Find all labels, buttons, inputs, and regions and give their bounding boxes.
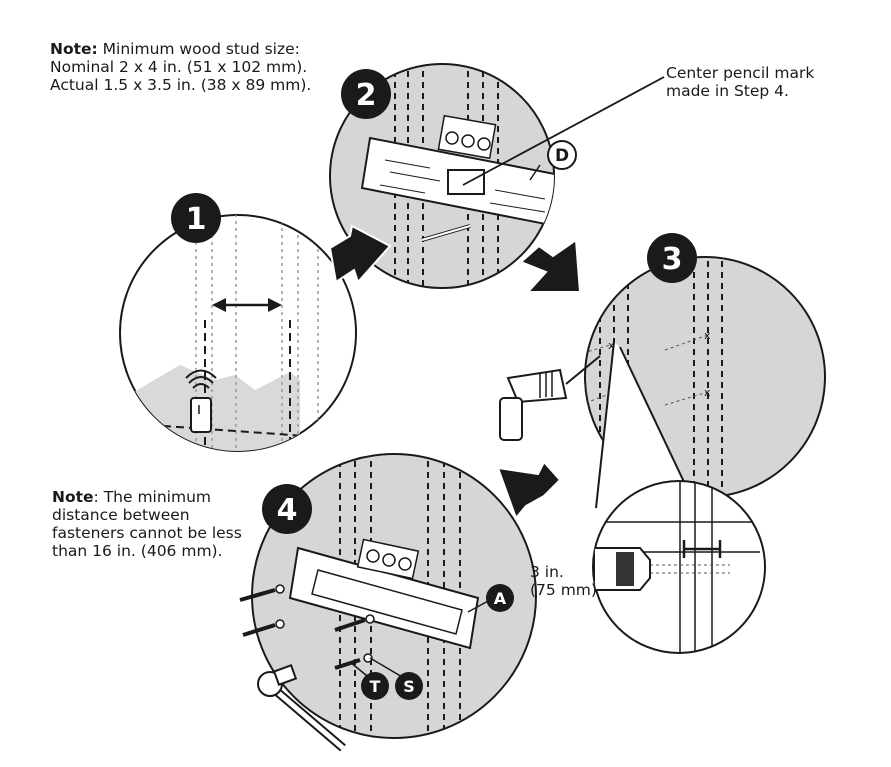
step-badge-4: 4 [262, 484, 312, 534]
fastener-note-line3: fasteners cannot be less [52, 524, 242, 542]
part-t-label: T [370, 677, 381, 696]
step-number-4: 4 [277, 493, 298, 528]
part-d-badge: D [529, 140, 577, 181]
svg-text:x: x [608, 339, 615, 352]
step-1-panel [119, 214, 357, 452]
stud-note-label: Note: [50, 40, 98, 58]
svg-text:x: x [704, 329, 711, 342]
arrow-step3-to-step4-icon [496, 460, 562, 520]
lag-bolt-icons [239, 584, 375, 670]
step-badge-1: 1 [171, 193, 221, 243]
stud-note-line2: Nominal 2 x 4 in. (51 x 102 mm). [50, 58, 308, 76]
arrow-step1-to-step2-icon [328, 224, 392, 284]
fastener-distance-note: Note: The minimum distance between faste… [52, 488, 242, 560]
fastener-note-line2: distance between [52, 506, 190, 524]
pencil-mark-callout: Center pencil mark made in Step 4. [666, 64, 814, 100]
step-number-2: 2 [356, 78, 377, 113]
stud-lines [394, 64, 499, 288]
stud-note-line3: Actual 1.5 x 3.5 in. (38 x 89 mm). [50, 76, 312, 94]
step-2-panel: D [329, 63, 665, 289]
stud-size-note: Note: Minimum wood stud size: Nominal 2 … [50, 40, 311, 94]
pencil-icon [421, 224, 471, 242]
flow-arrows [328, 224, 582, 520]
power-drill-icon [499, 355, 601, 441]
socket-wrench-icon [257, 664, 346, 752]
part-t-badge: T [349, 661, 389, 700]
arrow-step2-to-step3-icon [519, 238, 582, 293]
pencil-mark-line1: Center pencil mark [666, 64, 815, 82]
stud-note-line1: Minimum wood stud size: [97, 40, 300, 58]
step-number-3: 3 [662, 242, 683, 277]
fastener-note-label: Note [52, 488, 94, 506]
svg-text:x: x [704, 386, 711, 399]
step-badge-3: 3 [647, 233, 697, 283]
part-a-badge: A [467, 584, 514, 613]
drill-depth-line1: 3 in. [530, 563, 564, 581]
part-a-label: A [494, 589, 507, 608]
part-s-badge: S [369, 657, 423, 700]
pencil-mark-line2: made in Step 4. [666, 82, 789, 100]
drill-depth-callout: 3 in. (75 mm) [530, 563, 597, 599]
drill-depth-detail-panel [592, 341, 766, 654]
step-number-1: 1 [186, 202, 207, 237]
stud-finder-icon [185, 369, 217, 433]
fastener-note-line1: : The minimum [93, 488, 212, 506]
part-s-label: S [403, 677, 415, 696]
stud-edge-marks [149, 320, 321, 451]
stud-width-arrow [212, 298, 282, 312]
step-badge-2: 2 [341, 69, 391, 119]
fastener-note-line4: than 16 in. (406 mm). [52, 542, 223, 560]
drill-depth-line2: (75 mm) [530, 581, 597, 599]
part-d-label: D [555, 146, 569, 166]
pencil-mark-leader-line [462, 76, 665, 186]
step-4-panel: A T S [239, 453, 537, 752]
wall-plate-a [288, 538, 480, 650]
